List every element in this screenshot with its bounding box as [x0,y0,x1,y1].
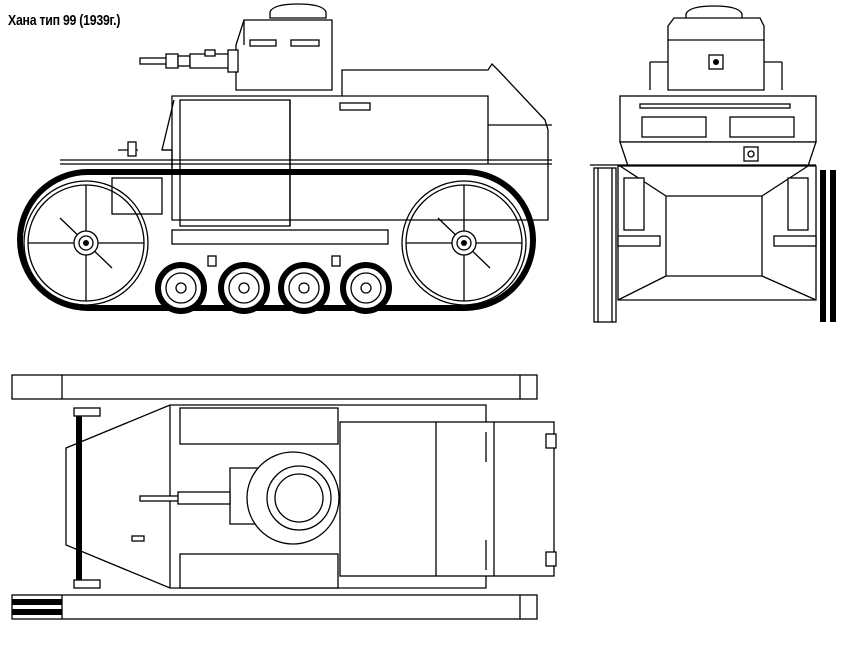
side-rear-wheel [401,180,527,306]
drawing-title: Хана тип 99 (1939г.) [8,12,121,29]
front-view [590,5,836,323]
side-view [17,3,552,314]
top-view [11,374,557,620]
side-road-wheels [155,255,392,314]
side-turret [235,3,333,91]
top-track-lower [11,594,538,620]
side-front-wheel [23,180,149,306]
side-track [17,169,536,311]
top-turret [229,451,340,545]
top-track-upper [11,374,538,400]
side-hull [60,62,552,245]
side-machine-gun [139,49,239,73]
